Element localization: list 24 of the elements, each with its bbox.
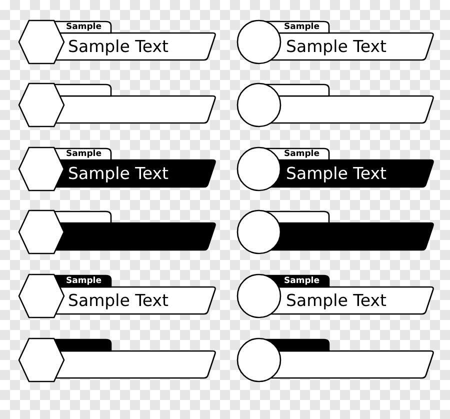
banner-title: Sample Text xyxy=(286,163,386,185)
banner-title: Sample Text xyxy=(286,290,386,312)
banner xyxy=(18,82,218,128)
banner xyxy=(18,209,218,255)
banner xyxy=(236,337,436,383)
banner xyxy=(18,273,218,319)
banner-title: Sample Text xyxy=(286,36,386,58)
banner-title: Sample Text xyxy=(68,163,168,185)
tab-label: Sample xyxy=(66,22,102,33)
tab-label: Sample xyxy=(284,22,320,33)
banner xyxy=(236,82,436,128)
tab-label: Sample xyxy=(66,149,102,160)
banner xyxy=(236,273,436,319)
banner xyxy=(18,337,218,383)
banner xyxy=(236,209,436,255)
banner-title: Sample Text xyxy=(68,36,168,58)
tab-label: Sample xyxy=(284,276,320,287)
banner xyxy=(18,146,218,192)
banner-title: Sample Text xyxy=(68,290,168,312)
tab-label: Sample xyxy=(284,149,320,160)
banner xyxy=(236,19,436,65)
banner xyxy=(18,19,218,65)
tab-label: Sample xyxy=(66,276,102,287)
banner xyxy=(236,146,436,192)
